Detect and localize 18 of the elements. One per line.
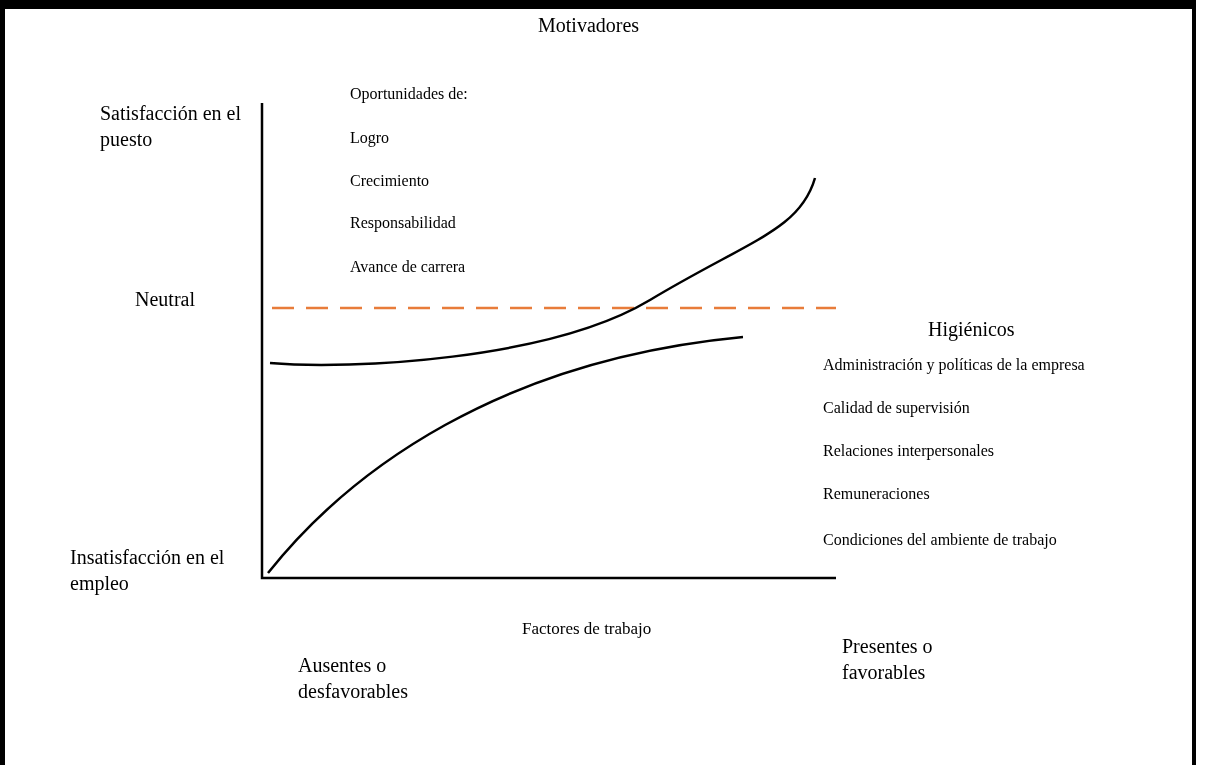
axis-label: Neutral xyxy=(135,287,196,312)
list-item: Logro xyxy=(350,128,391,149)
list-item: Responsabilidad xyxy=(350,213,457,234)
list-item: Remuneraciones xyxy=(823,484,931,504)
axis-title: Factores de trabajo xyxy=(522,618,653,640)
axis-label: Presentes o favorables xyxy=(842,634,934,685)
list-item: Crecimiento xyxy=(350,171,431,191)
group-heading: Motivadores xyxy=(538,13,641,38)
list-item: Relaciones interpersonales xyxy=(823,441,996,462)
axis-label: Ausentes o desfavorables xyxy=(298,653,409,704)
axis-label: Insatisfacción en el empleo xyxy=(70,545,226,596)
group-heading: Higiénicos xyxy=(928,317,1016,342)
list-heading: Oportunidades de: xyxy=(350,84,469,105)
list-item: Condiciones del ambiente de trabajo xyxy=(823,530,1058,551)
list-item: Administración y políticas de la empresa xyxy=(823,355,1086,376)
list-item: Avance de carrera xyxy=(350,257,467,277)
list-item: Calidad de supervisión xyxy=(823,398,971,419)
axis-label: Satisfacción en el puesto xyxy=(100,101,243,152)
